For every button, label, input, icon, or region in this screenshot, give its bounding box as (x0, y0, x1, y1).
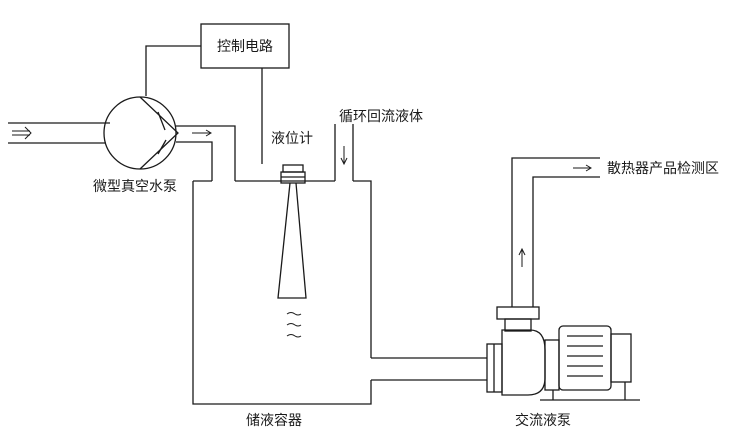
return-flow-arrow-icon (340, 146, 348, 166)
pump-outlet-pipe-inner (176, 141, 213, 181)
pump-outlet-pipe-outer (176, 125, 236, 181)
delivery-pipe-outer (511, 157, 600, 307)
return-liquid-label: 循环回流液体 (339, 109, 423, 125)
delivery-up-arrow-icon (518, 247, 526, 267)
detection-zone-label: 散热器产品检测区 (607, 161, 719, 177)
ac-pump-label: 交流液泵 (515, 412, 571, 429)
control-wire-to-pump (145, 45, 201, 96)
liquid-surface-wave-icon (286, 312, 302, 338)
delivery-right-arrow-icon (573, 164, 592, 172)
level-meter-sensor (277, 164, 307, 299)
vacuum-pump-label: 微型真空水泵 (93, 179, 177, 195)
control-circuit-label: 控制电路 (217, 39, 273, 55)
delivery-pipe-inner (532, 176, 600, 307)
inlet-flow-arrow-icon (12, 126, 32, 140)
ac-pump-symbol (486, 306, 640, 401)
pump-outlet-flow-arrow-icon (192, 129, 212, 137)
level-meter-label: 液位计 (271, 131, 313, 147)
vacuum-pump-symbol (103, 96, 179, 170)
storage-tank (192, 180, 372, 405)
storage-tank-label: 储液容器 (246, 412, 302, 429)
